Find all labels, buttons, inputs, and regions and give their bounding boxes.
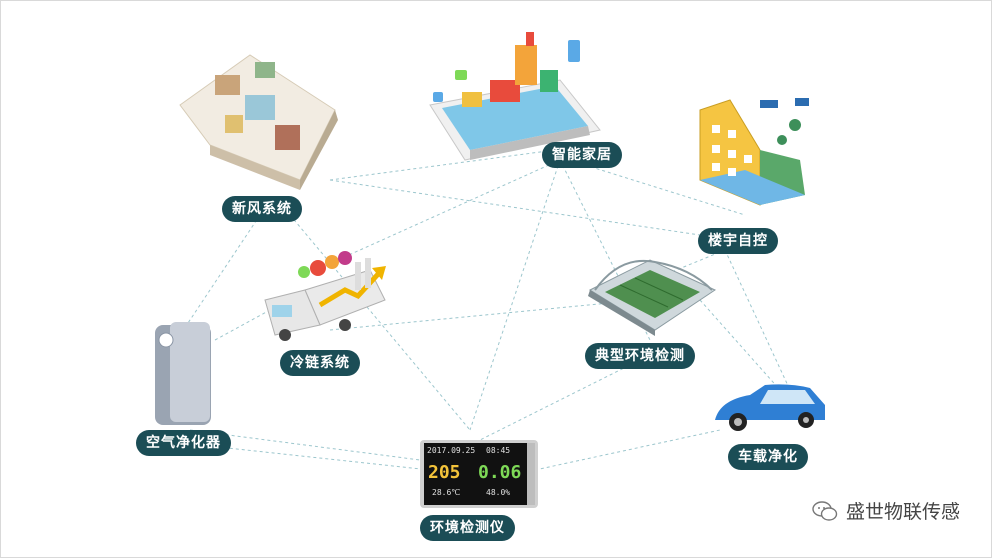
label-monitor: 环境检测仪 bbox=[420, 515, 515, 541]
watermark: 盛世物联传感 bbox=[812, 497, 960, 524]
connection-lines bbox=[179, 149, 791, 471]
monitor-big-left: 205 bbox=[428, 462, 461, 483]
label-fresh-air: 新风系统 bbox=[222, 196, 302, 222]
floor-plan-illustration bbox=[179, 54, 338, 190]
monitor-date: 2017.09.25 bbox=[427, 446, 476, 455]
label-cold-chain: 冷链系统 bbox=[280, 350, 360, 376]
building-illustration bbox=[699, 98, 809, 206]
watermark-text: 盛世物联传感 bbox=[845, 501, 960, 523]
cold-chain-truck-illustration bbox=[264, 251, 386, 341]
car-illustration bbox=[715, 384, 825, 431]
air-purifier-illustration bbox=[155, 322, 211, 425]
label-building: 楼宇自控 bbox=[698, 228, 778, 254]
smart-home-illustration bbox=[429, 32, 601, 161]
monitor-illustration bbox=[420, 440, 538, 508]
label-greenhouse: 典型环境检测 bbox=[585, 343, 695, 369]
label-smart-home: 智能家居 bbox=[542, 142, 622, 168]
label-air-purifier: 空气净化器 bbox=[136, 430, 231, 456]
monitor-big-right: 0.06 bbox=[478, 462, 522, 483]
monitor-time: 08:45 bbox=[486, 446, 511, 455]
monitor-temp: 28.6℃ bbox=[432, 488, 461, 497]
monitor-humidity: 48.0% bbox=[486, 488, 511, 497]
wechat-icon bbox=[812, 500, 838, 521]
greenhouse-illustration bbox=[588, 259, 717, 336]
label-car: 车载净化 bbox=[728, 444, 808, 470]
